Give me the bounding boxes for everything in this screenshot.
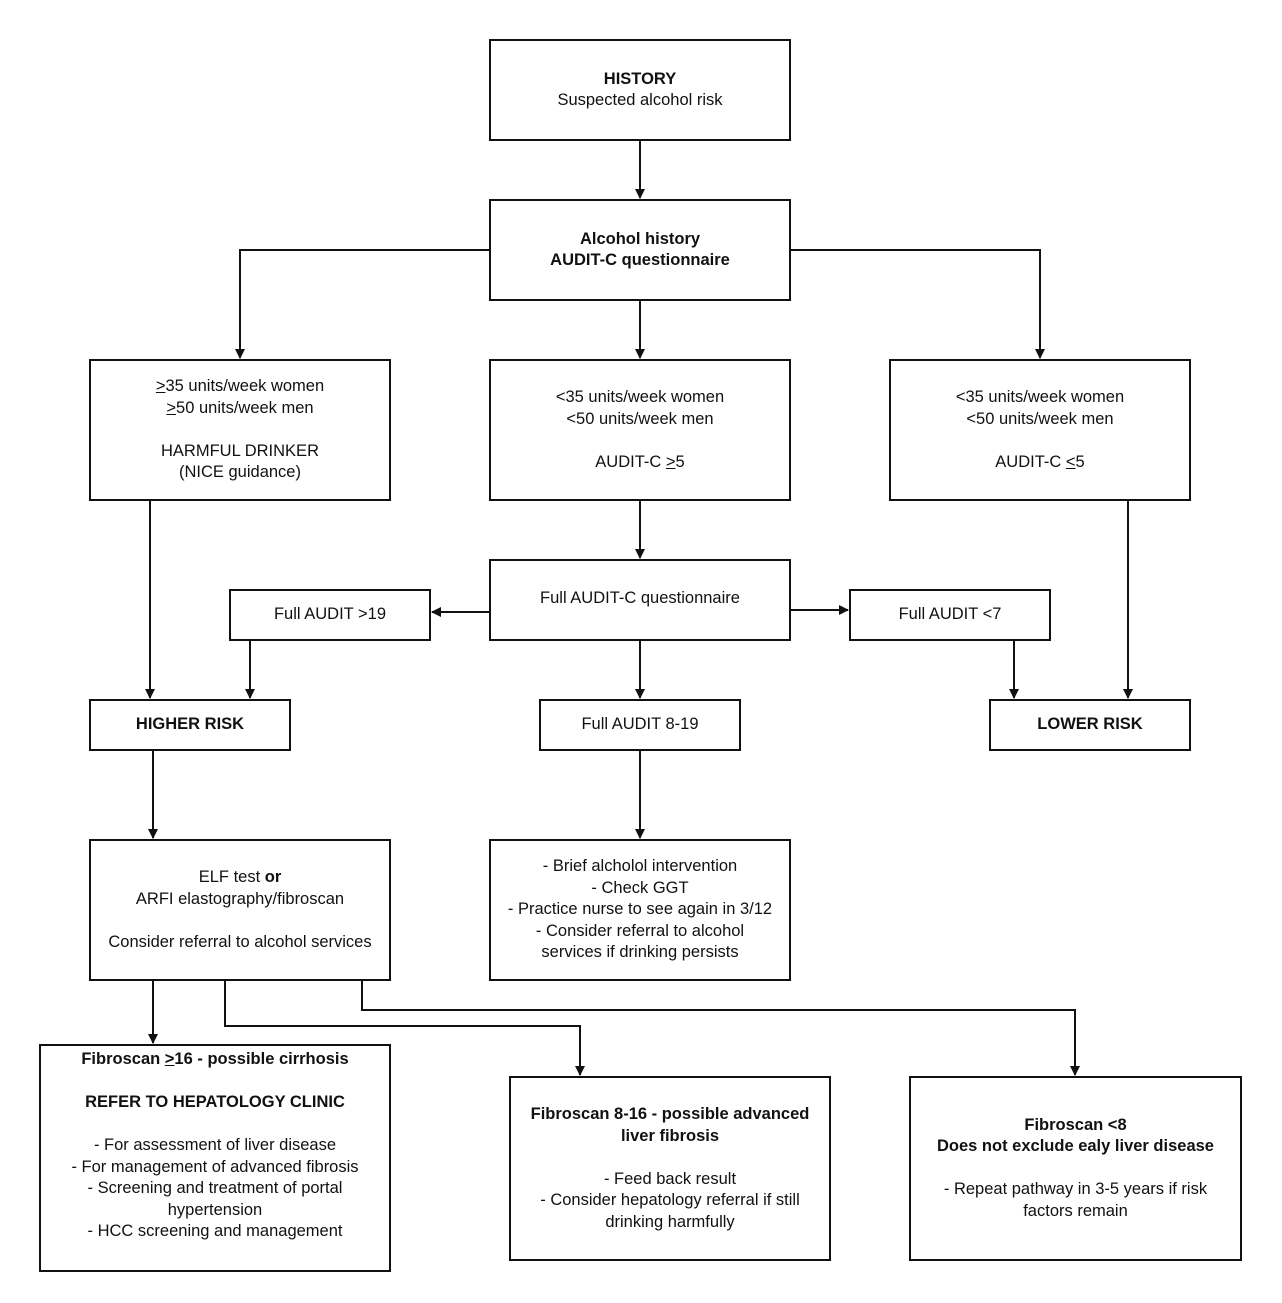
- fib-lt8-line-1: - Repeat pathway in 3-5 years if risk: [943, 1180, 1208, 1199]
- brief-intervention-node: - Brief alcholol intervention - Check GG…: [489, 839, 791, 981]
- brief-line-3: - Practice nurse to see again in 3/12: [507, 900, 773, 919]
- fib16-line-1: - For assessment of liver disease: [93, 1136, 337, 1154]
- brief-line-1: - Brief alcholol intervention: [542, 857, 738, 876]
- arrow-elf-to-fib-8-16: [224, 980, 585, 1076]
- brief-line-2: - Check GGT: [591, 878, 689, 897]
- brief-line-4: - Consider referral to alcohol: [535, 921, 745, 940]
- right-auditc-score: AUDIT-C <5: [995, 452, 1085, 471]
- right-units-node: <35 units/week women <50 units/week men …: [889, 359, 1191, 501]
- fib16-line-3: - Screening and treatment of portal: [87, 1179, 343, 1197]
- elf-test-line: ELF test or: [198, 868, 282, 886]
- audit-8-19-node: Full AUDIT 8-19: [539, 699, 741, 751]
- alcohol-history-node: Alcohol history AUDIT-C questionnaire: [489, 199, 791, 301]
- fib8-16-title-1: Fibroscan 8-16 - possible advanced: [530, 1105, 810, 1123]
- fib8-16-line-2: - Consider hepatology referral if still: [540, 1191, 800, 1209]
- elf-test-node: ELF test or ARFI elastography/fibroscan …: [89, 839, 391, 981]
- right-women-threshold: <35 units/week women: [955, 388, 1125, 406]
- arrow-alcohol-history-to-harmful: [235, 249, 490, 359]
- audit-8-19-label: Full AUDIT 8-19: [581, 715, 699, 734]
- mid-auditc-score: AUDIT-C >5: [595, 452, 685, 471]
- audit-gt19-node: Full AUDIT >19: [229, 589, 431, 641]
- fib-lt8-line-2: factors remain: [1023, 1201, 1128, 1220]
- lower-risk-node: LOWER RISK: [989, 699, 1191, 751]
- fib16-line-2: - For management of advanced fibrosis: [71, 1157, 359, 1176]
- full-auditc-label: Full AUDIT-C questionnaire: [540, 589, 740, 607]
- fib16-line-5: - HCC screening and management: [87, 1222, 343, 1240]
- audit-lt7-node: Full AUDIT <7: [849, 589, 1051, 641]
- lower-risk-label: LOWER RISK: [1037, 715, 1143, 734]
- fib-lt8-title-2: Does not exclude ealy liver disease: [937, 1137, 1214, 1156]
- brief-line-5: services if drinking persists: [541, 943, 739, 962]
- right-men-threshold: <50 units/week men: [966, 409, 1114, 428]
- harmful-women-threshold: >35 units/week women: [155, 377, 325, 396]
- fibroscan-lt8-node: Fibroscan <8 Does not exclude ealy liver…: [909, 1076, 1242, 1261]
- fib8-16-line-1: - Feed back result: [603, 1169, 737, 1188]
- fib-lt8-title-1: Fibroscan <8: [1024, 1115, 1127, 1134]
- refer-hepatology-label: REFER TO HEPATOLOGY CLINIC: [85, 1093, 345, 1111]
- harmful-drinker-node: >35 units/week women >50 units/week men …: [89, 359, 391, 501]
- history-title: HISTORY: [603, 69, 677, 88]
- full-auditc-node: Full AUDIT-C questionnaire: [489, 559, 791, 641]
- mid-units-node: <35 units/week women <50 units/week men …: [489, 359, 791, 501]
- alcohol-services-referral-line: Consider referral to alcohol services: [108, 932, 372, 951]
- higher-risk-node: HIGHER RISK: [89, 699, 291, 751]
- history-subtitle: Suspected alcohol risk: [557, 91, 723, 109]
- arrow-alcohol-history-to-right-units: [790, 249, 1045, 359]
- alcohol-history-line1: Alcohol history: [579, 229, 701, 248]
- fib8-16-title-2: liver fibrosis: [620, 1126, 720, 1145]
- fibroscan-8-16-node: Fibroscan 8-16 - possible advanced liver…: [509, 1076, 831, 1261]
- history-node: HISTORY Suspected alcohol risk: [489, 39, 791, 141]
- mid-men-threshold: <50 units/week men: [566, 409, 714, 428]
- higher-risk-label: HIGHER RISK: [135, 715, 245, 734]
- arfi-line: ARFI elastography/fibroscan: [135, 889, 345, 908]
- fibroscan-16-node: Fibroscan >16 - possible cirrhosis REFER…: [39, 1044, 391, 1272]
- alcohol-history-line2: AUDIT-C questionnaire: [550, 251, 730, 269]
- fibroscan-16-title: Fibroscan >16 - possible cirrhosis: [81, 1050, 349, 1068]
- fib16-line-4: hypertension: [167, 1200, 263, 1219]
- audit-lt7-label: Full AUDIT <7: [898, 605, 1002, 624]
- nice-guidance-label: (NICE guidance): [179, 463, 301, 482]
- arrow-elf-to-fib-lt8: [361, 980, 1080, 1076]
- mid-women-threshold: <35 units/week women: [555, 388, 725, 406]
- harmful-drinker-label: HARMFUL DRINKER: [161, 441, 319, 460]
- harmful-men-threshold: >50 units/week men: [166, 398, 314, 417]
- audit-gt19-label: Full AUDIT >19: [273, 605, 387, 624]
- fib8-16-line-3: drinking harmfully: [605, 1212, 735, 1231]
